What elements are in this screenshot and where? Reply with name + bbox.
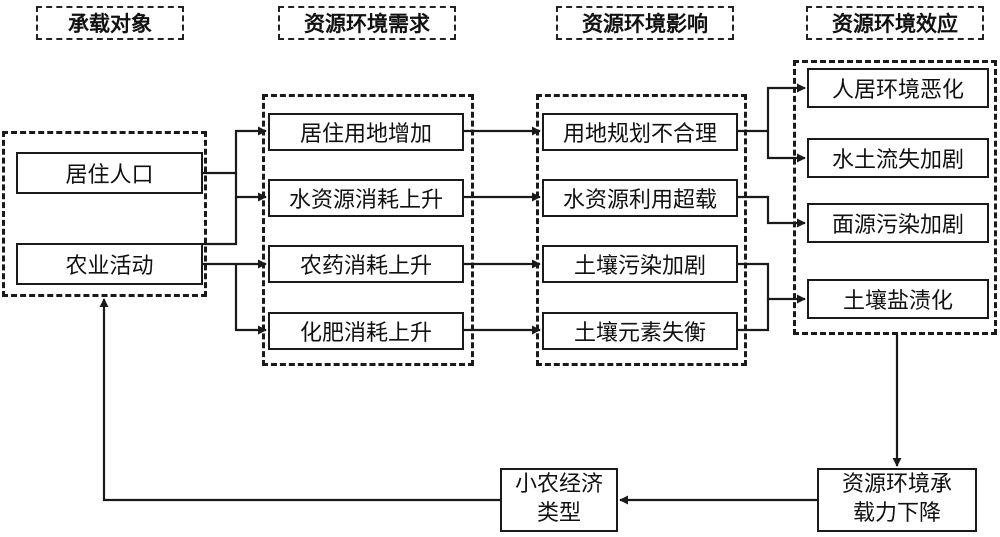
node-water-overload: 水资源利用超载 xyxy=(542,179,738,217)
node-capacity-decline: 资源环境承 载力下降 xyxy=(817,468,977,532)
capacity-line-2: 载力下降 xyxy=(852,501,941,526)
node-salinization: 土壤盐渍化 xyxy=(807,279,989,319)
arrow-pollution-to-salinization xyxy=(738,262,806,304)
group-effect xyxy=(793,60,997,335)
node-population: 居住人口 xyxy=(16,152,203,194)
economy-line-2: 类型 xyxy=(536,501,581,526)
arrow-imbalance-to-salinization xyxy=(738,299,770,332)
node-land-planning: 用地规划不合理 xyxy=(542,113,738,151)
group-carrier xyxy=(2,131,207,297)
arrow-agriculture-to-fertilizer xyxy=(234,264,267,335)
arrow-population-to-water xyxy=(234,173,267,202)
node-land-increase: 居住用地增加 xyxy=(268,113,464,151)
header-carrier: 承载对象 xyxy=(36,6,184,40)
arrow-economy-to-carrier xyxy=(99,298,500,502)
arrow-planning-to-living xyxy=(738,83,806,133)
header-demand: 资源环境需求 xyxy=(278,6,456,40)
capacity-line-1: 资源环境承 xyxy=(841,472,952,498)
node-nonpoint-pollution: 面源污染加剧 xyxy=(807,203,989,243)
node-soil-pollution: 土壤污染加剧 xyxy=(542,245,738,283)
node-living-environment: 人居环境恶化 xyxy=(807,68,989,108)
node-agriculture: 农业活动 xyxy=(16,243,203,285)
group-impact xyxy=(536,94,747,366)
header-impact: 资源环境影响 xyxy=(556,6,734,40)
arrow-population-to-land xyxy=(203,126,267,175)
arrow-overload-to-nonpoint xyxy=(738,195,806,228)
node-fertilizer-consumption: 化肥消耗上升 xyxy=(268,312,464,350)
group-demand xyxy=(262,94,474,366)
arrow-agriculture-to-water xyxy=(203,197,238,246)
node-soil-erosion: 水土流失加剧 xyxy=(807,138,989,178)
node-water-consumption: 水资源消耗上升 xyxy=(268,179,464,217)
node-smallholder-economy: 小农经济 类型 xyxy=(500,468,618,532)
arrow-planning-to-erosion xyxy=(766,131,806,163)
economy-line-1: 小农经济 xyxy=(514,472,603,498)
node-soil-imbalance: 土壤元素失衡 xyxy=(542,312,738,350)
node-pesticide-consumption: 农药消耗上升 xyxy=(268,245,464,283)
header-effect: 资源环境效应 xyxy=(806,6,984,40)
